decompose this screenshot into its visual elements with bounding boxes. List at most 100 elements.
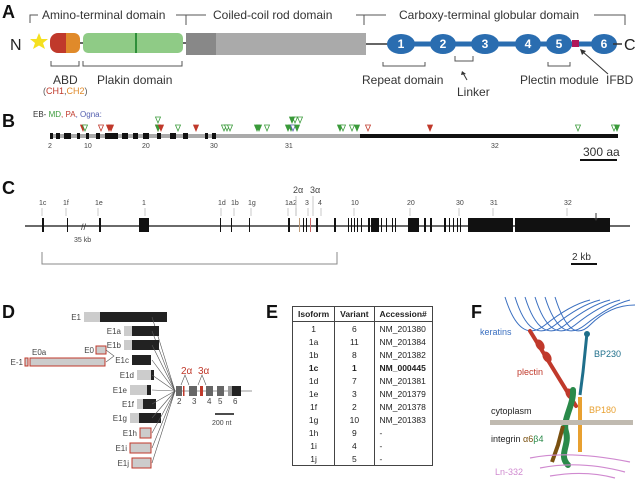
downstream-exon [189, 386, 197, 396]
ch1-domain [50, 33, 66, 53]
mutation-marker-md [613, 124, 621, 133]
first-exon-label: E1h [123, 429, 137, 438]
alt-exon-label: 2α [181, 366, 193, 377]
n-terminus-label: N [10, 37, 22, 54]
ifbd-box [572, 40, 579, 47]
plectin-label: plectin [517, 367, 543, 377]
exon-block [105, 133, 118, 139]
exon [418, 218, 419, 232]
protein-exon-track [50, 133, 618, 139]
first-exon-label: E1j [117, 459, 129, 468]
gene-exon-label: 2 [293, 200, 297, 207]
exon [392, 218, 393, 232]
mutation-marker-md [255, 124, 263, 133]
integrin-label: integrin α6β4 [491, 434, 543, 444]
svg-text:10: 10 [84, 143, 92, 150]
mutation-marker-pa [192, 124, 200, 133]
isoform-cell: 1c [291, 361, 336, 374]
gene-exon-label: 10 [351, 200, 359, 207]
repeat-domains [387, 34, 617, 54]
gene-exon-label: 1 [142, 200, 146, 207]
exon-label: E0a [32, 348, 47, 357]
panel-label-b: B [2, 111, 15, 131]
exon [249, 218, 250, 232]
repeat-label-1: 1 [398, 37, 405, 51]
downstream-exon [176, 386, 182, 396]
c-terminus-label: C [624, 37, 636, 54]
exon [231, 218, 232, 232]
mutation-marker-md [263, 124, 271, 133]
gene-exons [42, 218, 610, 232]
exon-block [50, 133, 53, 139]
gene-exon-label: 2α [293, 185, 303, 195]
coiled-coil-rod-label: Coiled-coil rod domain [213, 8, 332, 22]
variant-cell: 11 [334, 335, 375, 348]
isoform-cell: 1i [291, 439, 336, 452]
isoform-cell: 1f [291, 400, 336, 413]
repeat-label-6: 6 [601, 37, 608, 51]
downstream-exon-label: 4 [207, 397, 212, 406]
exon-block [157, 133, 161, 139]
svg-text:20: 20 [142, 143, 150, 150]
exon [460, 218, 461, 232]
first-exon-label: E1d [120, 371, 134, 380]
accession-cell: NM_201381 [373, 374, 433, 387]
exon [408, 218, 418, 232]
gene-exon-label: 3 [305, 200, 309, 207]
first-exon-label: E1a [107, 327, 122, 336]
mutation-markers [79, 116, 621, 133]
isoform-cell: 1e [291, 387, 336, 400]
first-exon-label: E1g [113, 414, 127, 423]
exon [299, 218, 300, 232]
bp180-label: BP180 [589, 405, 616, 415]
accession-cell: NM_201378 [373, 400, 433, 413]
mutation-marker-md [353, 124, 361, 133]
ifbd-label: IFBD [606, 73, 634, 87]
repeat-label-3: 3 [482, 37, 489, 51]
downstream-exon [183, 386, 185, 396]
alt-exon-label: 3α [198, 366, 210, 377]
mutation-marker-md [288, 116, 296, 125]
panel-label-c: C [2, 178, 15, 198]
accession-cell: NM_201384 [373, 335, 433, 348]
repeat-5 [546, 34, 572, 54]
scale-label-b: 300 aa [583, 145, 620, 159]
first-exon-E1j [131, 457, 152, 469]
isoform-cell: 1 [291, 321, 336, 335]
exon [386, 218, 387, 232]
gene-exon-label: 1g [248, 200, 256, 207]
first-exon-E1i [129, 442, 152, 454]
exon-31 [469, 218, 513, 232]
mutation-marker-md [154, 116, 162, 125]
isoform-cell: 1a [291, 335, 336, 348]
isoform-cell: 1h [291, 426, 336, 439]
repeat-domain-label: Repeat domain [362, 73, 443, 87]
bp230-molecule [578, 332, 589, 396]
keratins-label: keratins [480, 327, 512, 337]
gene-exon-label: 1e [95, 200, 103, 207]
variant-cell: 2 [334, 400, 375, 413]
exon-E0 [95, 345, 107, 355]
svg-text:30: 30 [210, 143, 218, 150]
panel-label-f: F [471, 302, 482, 322]
linker-label: Linker [457, 85, 490, 99]
ln332-label: Ln-332 [495, 467, 523, 477]
gene-exon-label: 30 [456, 200, 464, 207]
mutation-legend: EB- MD, PA, Ogna: [33, 110, 102, 119]
exon-block [143, 133, 149, 139]
col-header-variant: Variant [334, 306, 375, 322]
variant-cell: 1 [334, 361, 375, 374]
cytoplasm-label: cytoplasm [491, 406, 532, 416]
gene-exon-label: 1f [63, 200, 69, 207]
laminin-network [529, 454, 631, 479]
col-header-accession: Accession# [373, 306, 433, 322]
svg-text:32: 32 [491, 143, 499, 150]
